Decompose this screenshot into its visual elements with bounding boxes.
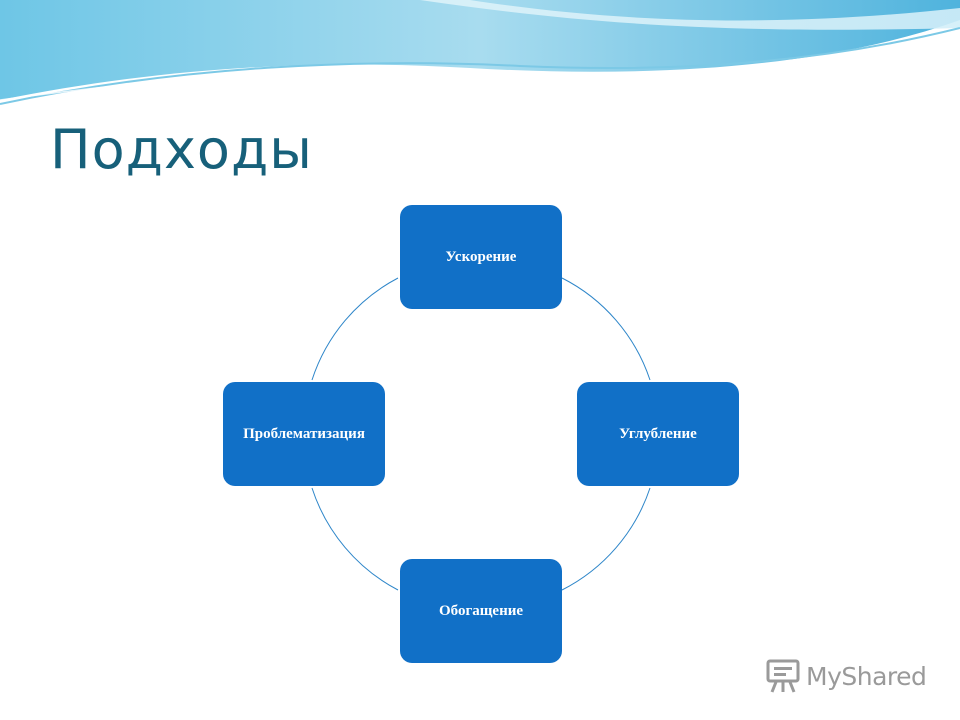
header-wave-decoration (0, 0, 960, 105)
connector-right-bottom (561, 487, 651, 591)
cycle-node-enrichment: Обогащение (400, 559, 562, 663)
connector-left-top (311, 277, 399, 381)
cycle-node-label: Проблематизация (243, 425, 365, 442)
cycle-node-label: Обогащение (438, 602, 524, 619)
presentation-board-icon (766, 659, 800, 693)
watermark: MyShared (766, 656, 927, 696)
cycle-node-acceleration: Ускорение (400, 205, 562, 309)
slide-title: Подходы (50, 118, 313, 181)
cycle-node-deepening: Углубление (577, 382, 739, 486)
connector-top-right (561, 277, 651, 381)
watermark-text: MyShared (806, 661, 927, 691)
cycle-node-label: Углубление (619, 425, 697, 442)
cycle-node-label: Ускорение (445, 248, 517, 265)
connector-bottom-left (311, 487, 399, 591)
cycle-node-problematization: Проблематизация (223, 382, 385, 486)
